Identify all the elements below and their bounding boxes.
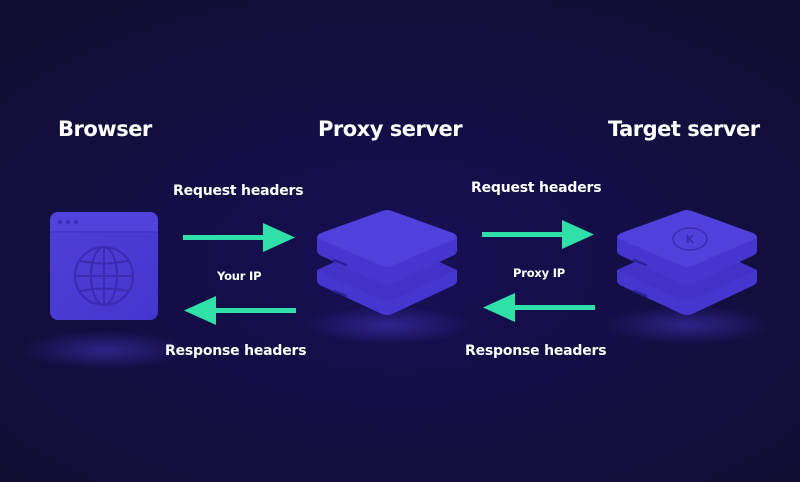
svg-text:K: K xyxy=(686,233,695,246)
right-response-arrow xyxy=(483,293,595,322)
right-request-label: Request headers xyxy=(471,180,602,196)
browser-title: Browser xyxy=(58,117,152,141)
left-ip-label: Your IP xyxy=(217,269,262,283)
left-request-label: Request headers xyxy=(173,183,304,199)
browser-glow xyxy=(20,330,190,370)
left-response-arrow xyxy=(184,296,296,325)
server-stack-icon xyxy=(317,210,457,315)
right-request-arrow xyxy=(482,220,594,249)
browser-window-globe-icon xyxy=(50,212,158,320)
left-response-label: Response headers xyxy=(165,343,307,359)
proxy-server-title: Proxy server xyxy=(318,117,463,141)
left-request-arrow xyxy=(183,223,295,252)
right-ip-label: Proxy IP xyxy=(513,266,566,280)
target-server-title: Target server xyxy=(608,117,760,141)
target-logo-icon: K xyxy=(672,227,708,251)
server-stack-logo-icon: K xyxy=(617,210,757,315)
right-response-label: Response headers xyxy=(465,343,607,359)
